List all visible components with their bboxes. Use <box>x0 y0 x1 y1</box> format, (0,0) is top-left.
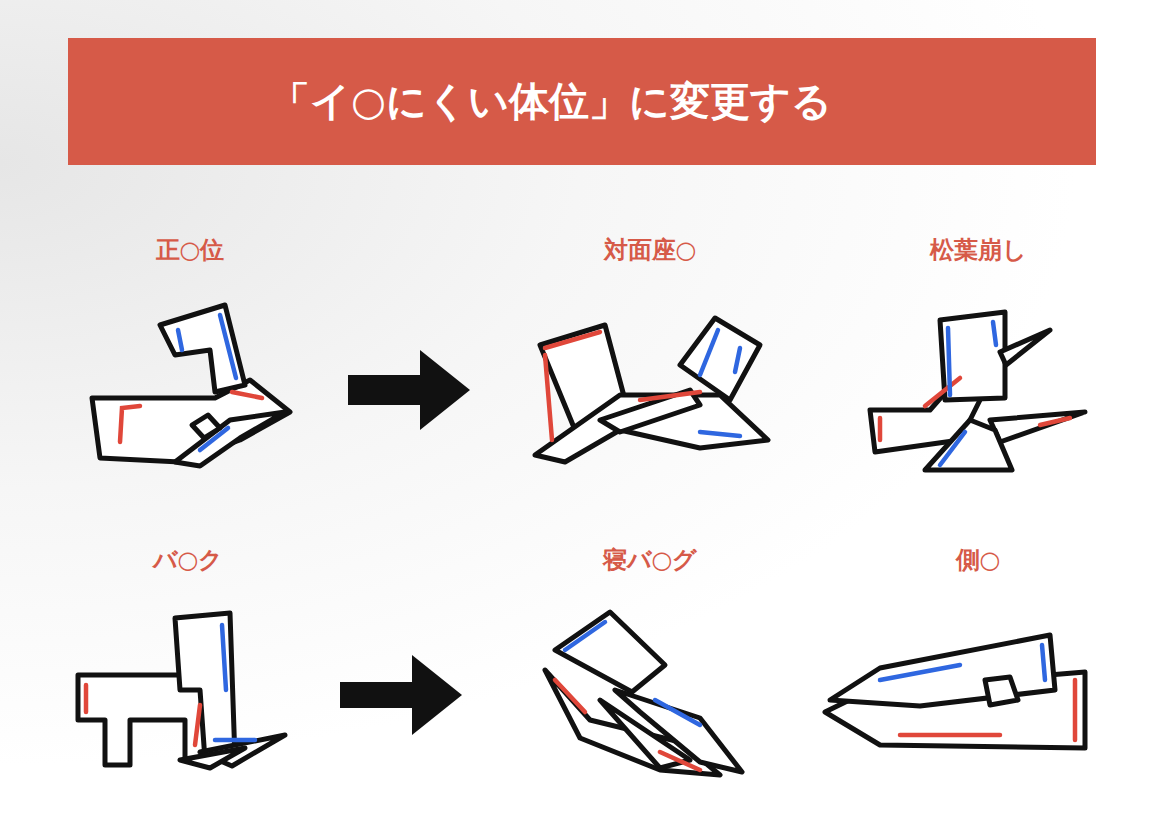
position-figure <box>92 305 290 466</box>
color-accents <box>86 315 1075 770</box>
position-figure <box>545 612 742 775</box>
position-caption: 松葉崩し <box>930 234 1027 266</box>
position-figure <box>535 318 768 462</box>
position-caption: バ○ク <box>153 544 224 576</box>
position-figure <box>78 613 285 768</box>
position-caption: 対面座○ <box>604 234 697 266</box>
position-figure <box>825 635 1085 748</box>
position-caption: 側○ <box>956 544 1001 576</box>
position-figure <box>870 312 1085 470</box>
position-caption: 正○位 <box>156 234 225 266</box>
position-caption: 寝バ○グ <box>603 544 698 576</box>
title-text: 「イ○にくい体位」に変更する <box>270 74 832 129</box>
transition-arrow <box>340 350 470 735</box>
